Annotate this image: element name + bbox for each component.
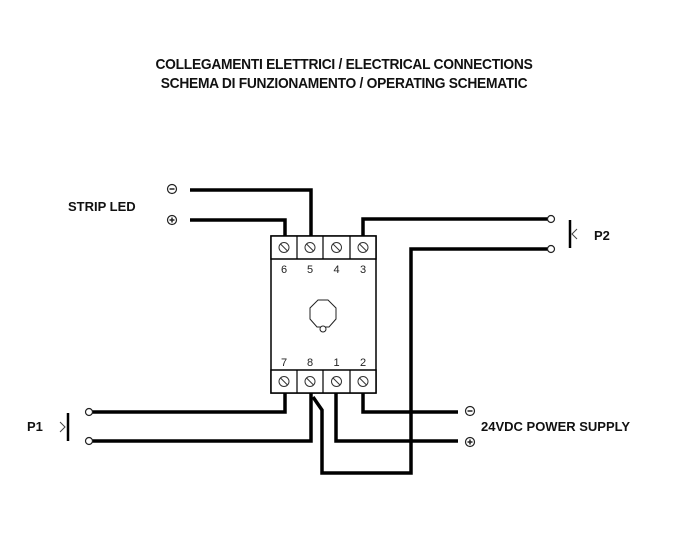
bottom-terminal-block bbox=[270, 369, 377, 394]
screw-icon bbox=[357, 242, 369, 253]
screw-icon bbox=[357, 376, 369, 387]
terminal-number-3: 3 bbox=[360, 264, 366, 276]
strip-led-plus-icon bbox=[166, 214, 178, 226]
wire-strip-led-minus bbox=[190, 188, 313, 237]
terminal-number-2: 2 bbox=[360, 357, 366, 369]
wire-terminal-2-power-minus bbox=[361, 393, 458, 414]
power-minus-icon bbox=[464, 405, 476, 417]
power-supply-label: 24VDC POWER SUPPLY bbox=[481, 419, 630, 434]
screw-icon bbox=[304, 242, 316, 253]
wire-terminal-3-p2 bbox=[361, 217, 548, 237]
terminal-number-7: 7 bbox=[281, 357, 287, 369]
terminal-number-1: 1 bbox=[333, 357, 339, 369]
terminal-number-6: 6 bbox=[281, 264, 287, 276]
terminal-number-8: 8 bbox=[307, 357, 313, 369]
screw-icon bbox=[278, 376, 290, 387]
screw-icon bbox=[331, 376, 342, 387]
wire-terminal-8-p2 bbox=[311, 247, 548, 475]
knob-icon bbox=[309, 299, 337, 333]
screw-icon bbox=[278, 242, 290, 253]
top-terminal-block bbox=[270, 235, 377, 260]
title-line-2: SCHEMA DI FUNZIONAMENTO / OPERATING SCHE… bbox=[160, 75, 528, 92]
p2-switch-icon bbox=[546, 214, 578, 254]
power-plus-icon bbox=[464, 436, 476, 448]
p1-label: P1 bbox=[27, 419, 43, 434]
wire-strip-led-plus bbox=[190, 218, 287, 237]
title-line-1: COLLEGAMENTI ELETTRICI / ELECTRICAL CONN… bbox=[155, 56, 533, 73]
wire-p1-terminal-7 bbox=[92, 393, 287, 414]
p1-switch-icon bbox=[59, 407, 94, 446]
wire-terminal-1-power-plus bbox=[334, 393, 458, 443]
terminal-number-5: 5 bbox=[307, 264, 313, 276]
terminal-number-4: 4 bbox=[333, 264, 339, 276]
screw-icon bbox=[304, 376, 316, 387]
wire-p1-terminal-8 bbox=[92, 393, 313, 443]
screw-icon bbox=[331, 242, 342, 253]
strip-led-label: STRIP LED bbox=[68, 199, 136, 214]
strip-led-minus-icon bbox=[166, 183, 178, 195]
p2-label: P2 bbox=[594, 228, 610, 243]
